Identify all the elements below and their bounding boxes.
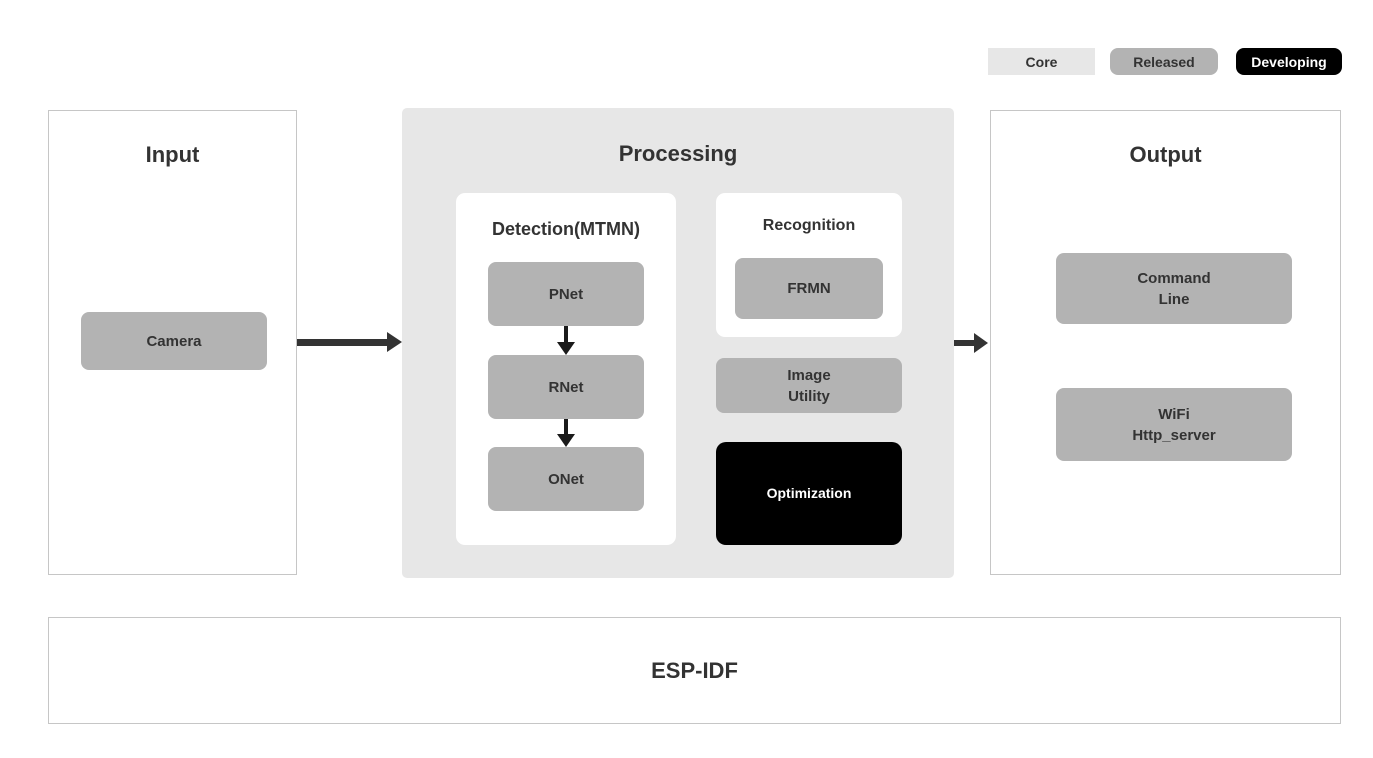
arrow-shaft [954, 340, 975, 346]
input-panel: Input Camera [48, 110, 297, 575]
optimization-node: Optimization [716, 442, 902, 545]
processing-panel-title: Processing [618, 141, 738, 166]
detection-group-title: Detection(MTMN) [492, 219, 640, 239]
esp-idf-title: ESP-IDF [651, 657, 738, 683]
legend-item-core: Core [988, 48, 1095, 75]
wifi-line2: Http_server [1132, 426, 1216, 444]
legend-item-developing: Developing [1236, 48, 1342, 75]
recognition-group: Recognition FRMN [716, 193, 902, 337]
arrow-rnet-to-onet [550, 419, 582, 447]
pnet-node: PNet [488, 262, 644, 326]
wifi-http-server-node: WiFi Http_server [1056, 388, 1292, 461]
processing-panel: Processing Detection(MTMN) PNet RNet ONe… [402, 108, 954, 578]
arrow-shaft [564, 419, 568, 434]
arrow-pnet-to-rnet [550, 326, 582, 355]
arrow-shaft [564, 326, 568, 342]
wifi-line1: WiFi [1158, 405, 1190, 423]
recognition-group-title: Recognition [762, 217, 856, 234]
command-line-node: Command Line [1056, 253, 1292, 324]
onet-node: ONet [488, 447, 644, 511]
arrow-head-icon [974, 333, 988, 353]
output-panel-title: Output [1129, 142, 1202, 167]
image-utility-node: Image Utility [716, 358, 902, 413]
arrow-head-icon [557, 434, 575, 447]
output-panel: Output Command Line WiFi Http_server [990, 110, 1341, 575]
image-utility-line2: Utility [788, 387, 830, 405]
arrow-head-icon [387, 332, 402, 352]
camera-node: Camera [81, 312, 267, 370]
arrow-processing-to-output [954, 333, 988, 353]
input-panel-title: Input [145, 142, 200, 167]
image-utility-line1: Image [787, 366, 831, 384]
rnet-node: RNet [488, 355, 644, 419]
arrow-head-icon [557, 342, 575, 355]
frmn-node: FRMN [735, 258, 883, 319]
arrow-shaft [297, 339, 388, 346]
command-line-line1: Command [1137, 269, 1211, 287]
arrow-input-to-processing [297, 332, 402, 352]
esp-idf-panel: ESP-IDF [48, 617, 1341, 724]
legend-item-released: Released [1110, 48, 1218, 75]
detection-group: Detection(MTMN) PNet RNet ONet [456, 193, 676, 545]
command-line-line2: Line [1158, 290, 1190, 308]
